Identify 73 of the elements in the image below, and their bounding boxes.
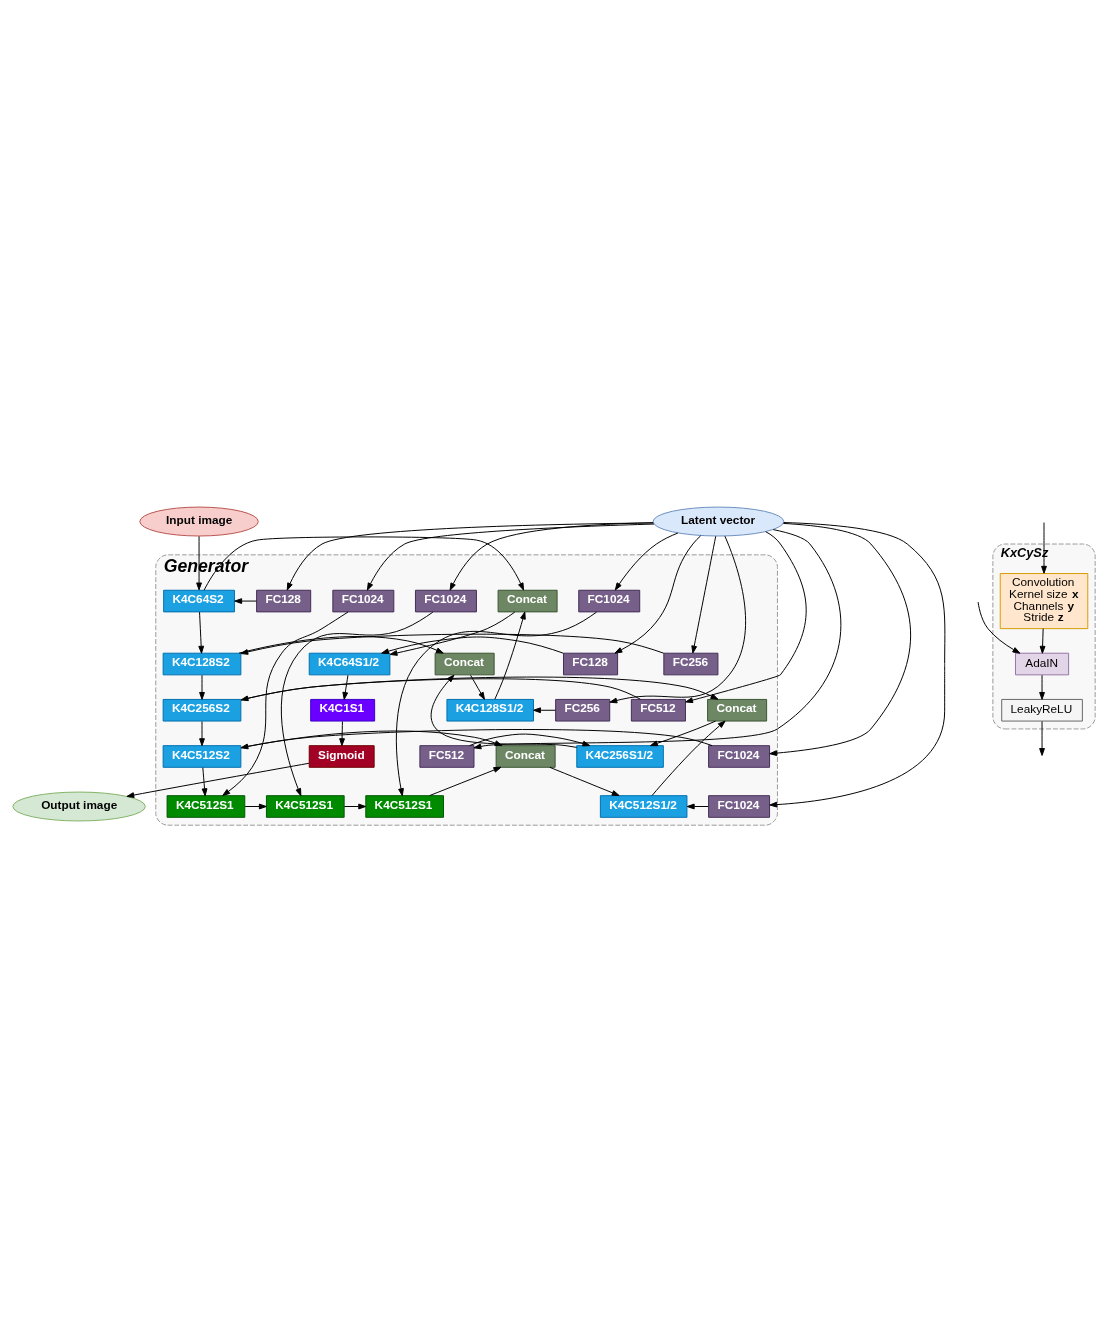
node-box: K4C512S1/2 <box>599 795 688 818</box>
arrow <box>244 803 267 810</box>
arrow <box>196 535 202 591</box>
arrow <box>381 636 564 655</box>
node-box: FC1024 <box>708 795 771 818</box>
node-box: K4C64S1/2 <box>308 652 391 676</box>
node-box: K4C128S1/2 <box>446 698 534 722</box>
arrow <box>614 532 679 591</box>
arrow <box>280 611 434 797</box>
node-box: K4C256S1/2 <box>576 745 664 768</box>
arrow <box>198 611 205 654</box>
arrow <box>614 535 702 654</box>
node-box: FC128 <box>256 589 312 613</box>
node-box: FC512 <box>630 698 686 722</box>
arrow <box>449 522 654 591</box>
arrow <box>199 674 205 700</box>
arrow <box>1039 674 1045 700</box>
arrow <box>395 611 598 797</box>
arrow <box>199 721 205 747</box>
node-box: Concat <box>497 589 558 613</box>
node-box: AdaIN <box>1015 652 1070 676</box>
arrow <box>686 803 709 810</box>
arrow <box>286 522 654 591</box>
node-ellipse: Input image <box>139 506 259 537</box>
arrow <box>977 601 1021 654</box>
node-box: FC1024 <box>708 745 771 768</box>
node-box: FC1024 <box>578 589 641 613</box>
node-box: FC512 <box>419 745 475 768</box>
node-box: FC1024 <box>332 589 395 613</box>
node-box: K4C512S1 <box>166 795 246 818</box>
node-box: K4C512S2 <box>162 745 242 768</box>
node-box: K4C1S1 <box>310 698 376 722</box>
arrow <box>366 523 655 591</box>
arrow <box>769 522 912 756</box>
node-box: Convolution Kernel size x Channels y Stride z <box>999 573 1089 630</box>
arrow <box>126 762 310 798</box>
arrow <box>389 611 516 656</box>
arrow <box>203 536 525 591</box>
arrow <box>691 535 717 654</box>
arrow <box>1041 522 1047 574</box>
arrow <box>1039 721 1045 756</box>
arrow <box>234 598 257 604</box>
node-box: LeakyReLU <box>1001 698 1083 722</box>
node-box: K4C512S1 <box>365 795 444 818</box>
node-box: Concat <box>707 698 768 722</box>
arrow <box>222 611 349 796</box>
arrow <box>429 766 502 796</box>
node-ellipse: Latent vector <box>652 506 785 537</box>
node-box: FC256 <box>555 698 611 722</box>
arrow <box>339 721 345 747</box>
arrow <box>494 611 526 700</box>
node-box: K4C128S2 <box>162 652 242 676</box>
arrow <box>651 720 726 796</box>
node-box: K4C256S2 <box>162 698 242 722</box>
arrow <box>533 707 556 714</box>
arrow <box>342 674 349 700</box>
arrow <box>685 531 807 704</box>
node-box: K4C512S1 <box>265 795 345 818</box>
node-box: K4C64S2 <box>163 589 235 613</box>
arrow <box>609 535 746 704</box>
node-box: Sigmoid <box>308 745 375 768</box>
node-box: FC1024 <box>414 589 477 613</box>
arrow <box>1039 628 1046 654</box>
arrow <box>549 766 620 796</box>
node-box: FC128 <box>563 652 619 676</box>
arrow <box>344 803 367 810</box>
node-box: Concat <box>434 652 495 676</box>
arrow <box>769 522 946 808</box>
node-box: FC256 <box>663 652 719 676</box>
arrow <box>201 767 208 797</box>
node-box: Concat <box>495 745 556 768</box>
arrow <box>650 720 716 747</box>
arrow <box>470 674 485 700</box>
